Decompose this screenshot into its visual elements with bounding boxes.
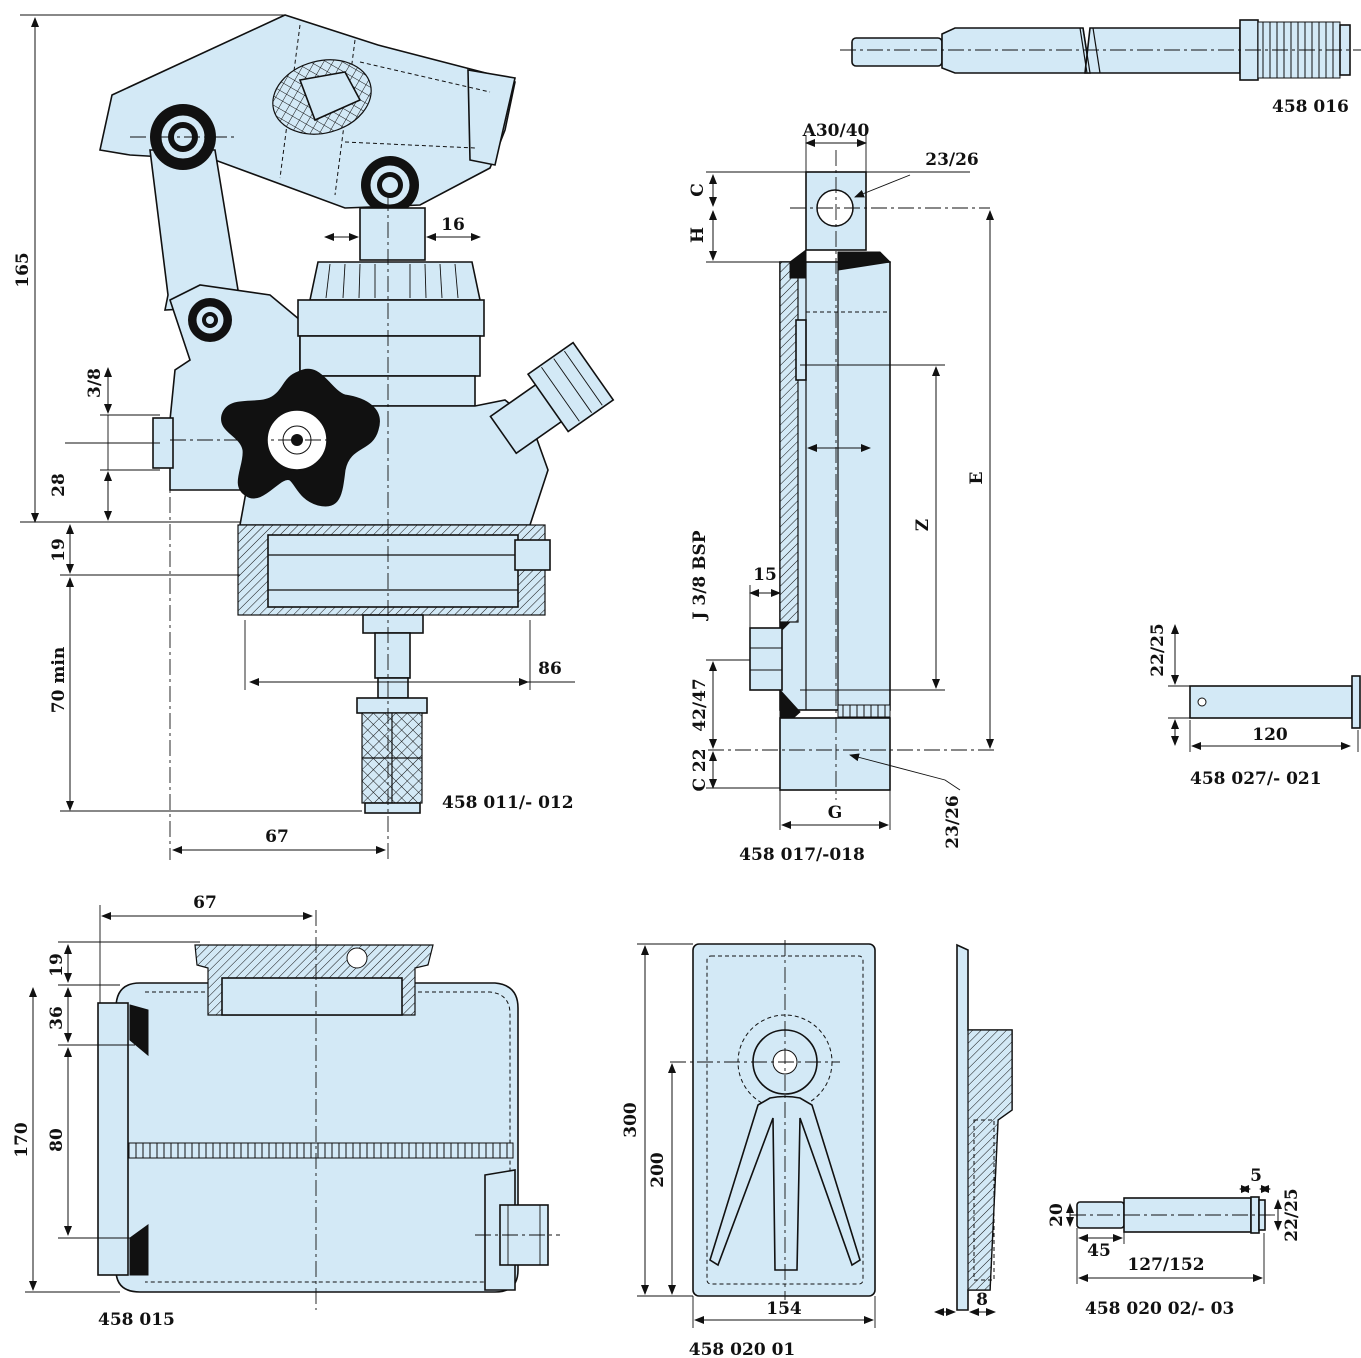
dim-pump-thread: 3/8 — [85, 368, 105, 398]
dim-cyl-h: H — [688, 227, 708, 243]
dim-tank-height: 170 — [12, 1122, 32, 1158]
dim-cyl-hole-bottom: 23/26 — [943, 795, 963, 849]
dim-plate-thickness: 8 — [976, 1290, 988, 1310]
handle-part-number: 458 016 — [1272, 97, 1349, 117]
dim-pin-b-length: 127/152 — [1127, 1255, 1204, 1275]
pin-a-view: 22/25 120 458 027/- 021 — [1148, 623, 1361, 789]
pin-a-part-number: 458 027/- 021 — [1190, 769, 1322, 789]
dim-plate-hole: 200 — [648, 1152, 668, 1188]
handle-bar-view: 458 016 — [840, 19, 1361, 117]
cylinder-part-number: 458 017/-018 — [739, 845, 865, 865]
pump-body-upper — [297, 299, 485, 337]
cylinder-base — [779, 717, 891, 791]
tank-body — [115, 982, 519, 1293]
pump-part-number: 458 011/- 012 — [442, 793, 574, 813]
dim-cyl-e: E — [967, 471, 987, 484]
dim-pump-neck: 16 — [441, 215, 465, 235]
dim-cyl-g: G — [828, 803, 843, 823]
cylinder-port — [749, 627, 783, 691]
dim-cyl-j: J 3/8 BSP — [690, 530, 710, 621]
dim-cyl-a: A30/40 — [802, 121, 870, 141]
dim-cyl-c: C — [688, 183, 708, 197]
dim-plate-height: 300 — [621, 1102, 641, 1138]
dim-tank-offset: 67 — [193, 893, 217, 913]
hand-pump-view: 165 3/8 28 19 70 min 16 86 67 458 011/- … — [13, 14, 615, 860]
cylinder-view: A30/40 23/26 C H E Z J 3/8 BSP 15 42/47 … — [688, 121, 995, 865]
dim-pump-height: 165 — [13, 252, 33, 288]
dim-tank-top: 36 — [47, 1006, 67, 1030]
dim-pin-b-collar: 5 — [1250, 1166, 1262, 1186]
pin-b-part-number: 458 020 02/- 03 — [1085, 1299, 1234, 1319]
dim-cyl-j-offset: 15 — [753, 565, 777, 585]
dim-pin-a-dia: 22/25 — [1148, 623, 1168, 677]
dim-cyl-bottom: 42/47 — [690, 678, 710, 732]
dim-pin-b-dia: 22/25 — [1282, 1188, 1302, 1242]
ribbed-cap — [309, 261, 481, 301]
tank-part-number: 458 015 — [98, 1310, 175, 1330]
dim-cyl-z: Z — [913, 519, 933, 531]
dim-pump-width: 86 — [538, 659, 562, 679]
dim-pin-b-dia-small: 20 — [1047, 1203, 1067, 1227]
dim-pin-b-shoulder: 45 — [1087, 1241, 1111, 1261]
dim-cyl-hole-top: 23/26 — [925, 150, 979, 170]
dim-tank-mid: 80 — [47, 1128, 67, 1152]
pin-b-view: 5 20 22/25 45 127/152 458 020 02/- 03 — [1047, 1166, 1302, 1319]
dim-pump-collar: 19 — [49, 538, 69, 562]
lever-end — [467, 69, 516, 166]
plate-view: 300 200 154 8 458 020 01 — [621, 940, 1013, 1358]
tank-view: 67 19 36 80 170 458 015 — [12, 893, 560, 1330]
dim-plate-width: 154 — [766, 1299, 802, 1319]
dim-tank-collar: 19 — [47, 953, 67, 977]
tank-level-strip — [127, 1142, 514, 1159]
pump-neck — [359, 207, 426, 261]
dim-pump-suction: 70 min — [49, 647, 69, 713]
pump-body-mid — [299, 335, 481, 377]
dim-pin-a-length: 120 — [1252, 725, 1288, 745]
dim-pump-port-height: 28 — [49, 473, 69, 497]
angled-port-fitting — [489, 341, 615, 455]
plate-part-number: 458 020 01 — [689, 1340, 795, 1358]
dim-cyl-c22: C 22 — [690, 748, 710, 791]
dim-pump-offset: 67 — [265, 827, 289, 847]
